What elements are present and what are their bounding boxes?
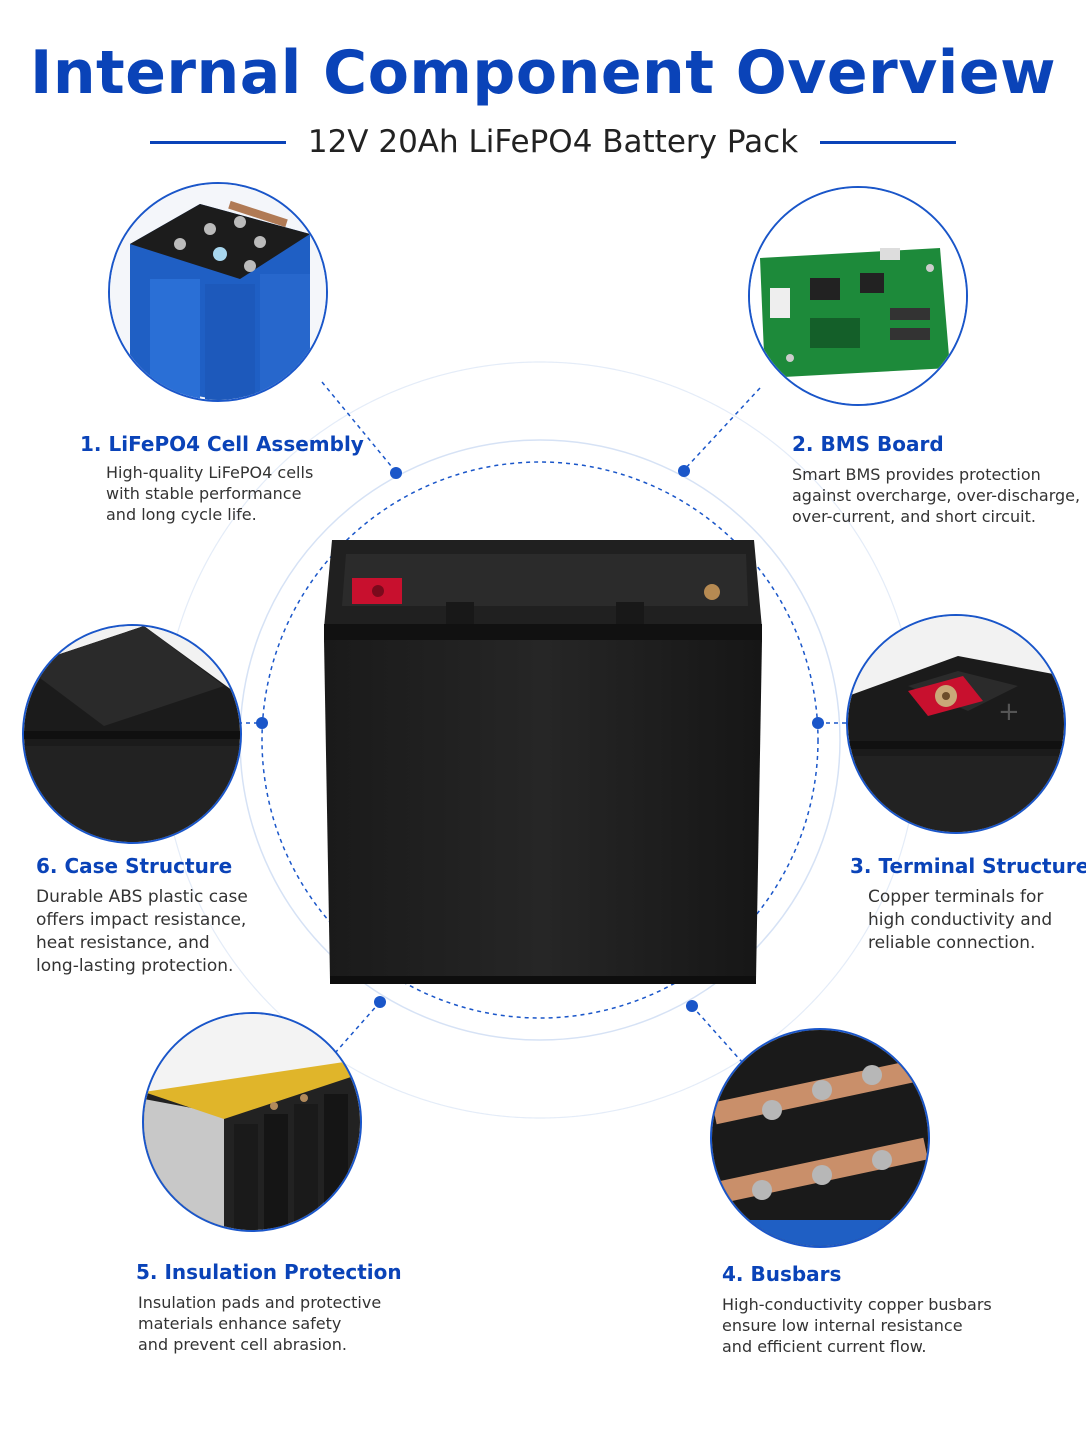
section-1-title: 1. LiFePO4 Cell Assembly [80, 432, 364, 456]
left-divider [150, 140, 286, 144]
insulation-photo [142, 1012, 362, 1232]
section-1-line: and long cycle life. [106, 505, 257, 524]
node-5 [374, 996, 386, 1008]
section-2-line: against overcharge, over-discharge, [792, 486, 1081, 505]
section-2-line: over-current, and short circuit. [792, 507, 1036, 526]
node-3 [812, 717, 824, 729]
section-3-title: 3. Terminal Structure [850, 854, 1086, 878]
section-6-line: heat resistance, and [36, 933, 210, 953]
connector-2 [683, 387, 761, 471]
busbars-photo [710, 1028, 930, 1248]
section-3-line: reliable connection. [868, 933, 1036, 953]
section-5-description: Insulation pads and protective materials… [138, 1292, 381, 1355]
connector-1 [321, 381, 397, 473]
page-title: Internal Component Overview [30, 38, 1056, 108]
section-2-title: 2. BMS Board [792, 432, 944, 456]
section-4-title: 4. Busbars [722, 1262, 842, 1286]
section-1-line: High-quality LiFePO4 cells [106, 463, 314, 482]
section-4-line: High-conductivity copper busbars [722, 1295, 992, 1314]
section-3-line: Copper terminals for [868, 887, 1044, 907]
section-6-line: Durable ABS plastic case [36, 887, 248, 907]
section-2-line: Smart BMS provides protection [792, 465, 1041, 484]
dashed-ring [261, 461, 819, 1019]
positive-terminal [704, 584, 720, 600]
section-5-line: materials enhance safety [138, 1314, 342, 1333]
section-6-line: offers impact resistance, [36, 910, 247, 930]
node-2 [678, 465, 690, 477]
section-4-line: and efficient current flow. [722, 1337, 927, 1356]
positive-symbol: + [998, 697, 1020, 727]
section-3-description: Copper terminals for high conductivity a… [868, 886, 1052, 955]
section-5-title: 5. Insulation Protection [136, 1260, 402, 1284]
section-6-line: long-lasting protection. [36, 956, 234, 976]
node-6 [256, 717, 268, 729]
connector-4 [691, 1005, 743, 1063]
battery-product-photo [324, 540, 762, 984]
section-2-description: Smart BMS provides protection against ov… [792, 464, 1080, 527]
node-1 [390, 467, 402, 479]
section-6-description: Durable ABS plastic case offers impact r… [36, 886, 248, 978]
section-4-description: High-conductivity copper busbars ensure … [722, 1294, 992, 1357]
battery-body [324, 640, 762, 980]
node-4 [686, 1000, 698, 1012]
section-5-line: Insulation pads and protective [138, 1293, 382, 1312]
section-5-line: and prevent cell abrasion. [138, 1335, 347, 1354]
subtitle-row: 12V 20Ah LiFePO4 Battery Pack [150, 120, 956, 164]
section-3-line: high conductivity and [868, 910, 1053, 930]
section-1-description: High-quality LiFePO4 cells with stable p… [106, 462, 313, 525]
section-6-title: 6. Case Structure [36, 854, 233, 878]
case-photo [22, 624, 242, 844]
page-subtitle: 12V 20Ah LiFePO4 Battery Pack [307, 124, 799, 160]
right-divider [820, 140, 956, 144]
bms-board-photo [748, 186, 968, 406]
lifepo4-cells-photo [108, 182, 328, 402]
section-1-line: with stable performance [106, 484, 302, 503]
terminal-photo: + [846, 614, 1066, 834]
section-4-line: ensure low internal resistance [722, 1316, 963, 1335]
